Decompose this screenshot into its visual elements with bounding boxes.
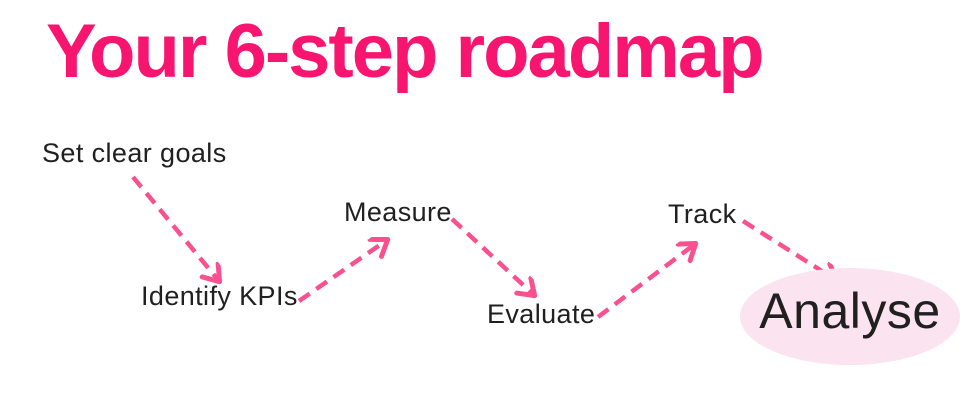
analyse-highlight-ellipse [740, 268, 960, 365]
step-label-analyse: Analyse [759, 283, 941, 339]
step-label-measure: Measure [344, 197, 452, 227]
step-label-evaluate: Evaluate [487, 299, 596, 329]
step-label-set-clear-goals: Set clear goals [42, 138, 227, 168]
step-label-identify-kpis: Identify KPIs [141, 281, 298, 311]
arrow-measure-to-evaluate [450, 217, 534, 295]
page-title: Your 6-step roadmap [46, 9, 765, 94]
step-label-track: Track [668, 199, 737, 229]
arrow-evaluate-to-track [596, 244, 695, 319]
arrow-kpis-to-measure [297, 240, 387, 303]
arrow-goals-to-kpis [131, 175, 219, 281]
